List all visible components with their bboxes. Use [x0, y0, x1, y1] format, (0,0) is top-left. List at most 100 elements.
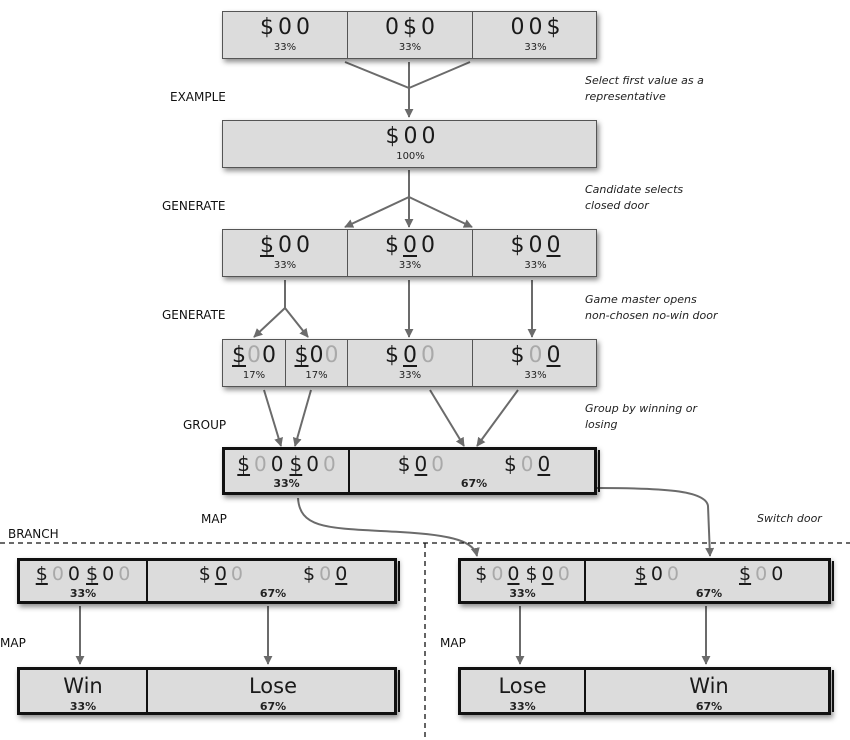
empty-door: 0	[403, 343, 417, 368]
empty-door: 0	[520, 452, 534, 476]
probability-label: 67%	[259, 700, 287, 712]
empty-door: 0	[296, 233, 310, 258]
empty-door: 0	[324, 343, 339, 368]
probability-label: 33%	[273, 477, 300, 490]
empty-door: 0	[491, 563, 504, 585]
empty-door: 0	[546, 343, 561, 368]
probability-label: 33%	[398, 370, 422, 381]
connector-line	[263, 389, 283, 447]
prize-door: $	[739, 563, 752, 585]
outcome-label: Win	[63, 674, 103, 698]
empty-door: 0	[278, 233, 292, 258]
connector-line	[284, 307, 309, 338]
note-switch-door: Switch door	[757, 512, 822, 525]
connector-line	[408, 196, 473, 228]
empty-door: 0	[528, 233, 543, 258]
probability-label: 67%	[460, 477, 488, 490]
empty-door: 0	[247, 343, 261, 368]
empty-door: 0	[507, 563, 520, 585]
empty-door: 0	[296, 15, 310, 40]
probability-label: 67%	[259, 587, 287, 600]
empty-door: 0	[546, 233, 561, 258]
prize-door: $	[510, 233, 525, 258]
note-line: losing	[585, 418, 618, 431]
prize-door: $	[385, 343, 399, 368]
empty-door: 0	[335, 563, 348, 585]
prize-door: $	[86, 563, 99, 585]
prize-door: $	[237, 452, 251, 476]
empty-door: 0	[431, 452, 444, 476]
empty-door: 0	[306, 452, 319, 476]
note-line: non-chosen no-win door	[585, 309, 718, 322]
empty-door: 0	[557, 563, 570, 585]
probability-label: 33%	[69, 587, 97, 600]
prize-door: $	[198, 563, 211, 585]
outcome-label: Win	[689, 674, 729, 698]
empty-door: 0	[510, 15, 525, 40]
empty-door: 0	[528, 15, 543, 40]
note-line: closed door	[585, 199, 649, 212]
empty-door: 0	[421, 233, 435, 258]
empty-door: 0	[528, 343, 543, 368]
prize-door: $	[260, 233, 274, 258]
empty-door: 0	[421, 124, 436, 149]
empty-door: 0	[771, 563, 784, 585]
switch-connector	[596, 487, 715, 557]
empty-door: 0	[666, 563, 679, 585]
no-switch-connector	[297, 497, 480, 557]
prize-door: $	[289, 452, 303, 476]
probability-label: 33%	[524, 370, 547, 381]
step-label-generate-1: GENERATE	[162, 199, 226, 213]
empty-door: 0	[650, 563, 663, 585]
door-group: 0$0	[385, 17, 435, 39]
empty-door: 0	[230, 563, 243, 585]
probability-label: 33%	[273, 42, 297, 53]
connector-line	[476, 389, 519, 447]
probability-label: 33%	[398, 260, 422, 271]
empty-door: 0	[309, 343, 324, 368]
empty-door: 0	[254, 452, 267, 476]
probability-label: 17%	[305, 370, 328, 381]
note-generate-1: Candidate selects closed door	[585, 182, 755, 214]
empty-door: 0	[385, 15, 399, 40]
probability-label: 33%	[524, 42, 547, 53]
prize-door: $	[634, 563, 647, 585]
outcome-label: Lose	[498, 674, 547, 698]
